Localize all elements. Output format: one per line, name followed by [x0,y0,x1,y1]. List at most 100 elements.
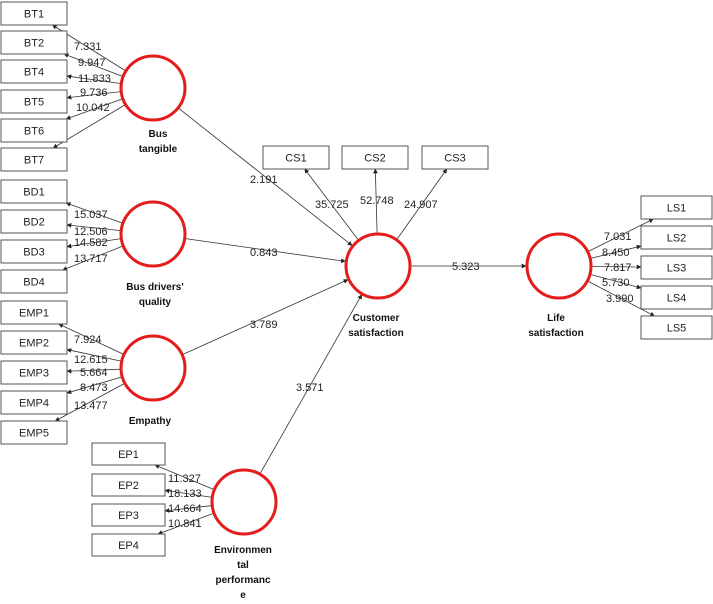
latent-life_satisfaction[interactable] [525,232,593,300]
latent-customer_satisfaction[interactable] [344,232,412,300]
indicator-box-bd1[interactable] [0,179,68,204]
loading-value-emp2: 12.615 [74,354,108,366]
loading-value-cs1: 35.725 [315,199,349,211]
indicator-box-bd4[interactable] [0,269,68,294]
indicator-label-emp1: EMP1 [19,308,49,320]
indicator-label-emp4: EMP4 [19,398,49,410]
indicator-link-bt5 [66,91,122,100]
indicator-label-bt7: BT7 [24,155,44,167]
loading-value-ls2: 8.450 [602,247,630,259]
indicator-box-cs1[interactable] [262,145,330,170]
indicator-label-ls1: LS1 [667,203,687,215]
indicator-label-emp3: EMP3 [19,368,49,380]
indicator-label-bd1: BD1 [23,187,44,199]
indicator-box-bt1[interactable] [0,1,68,26]
indicator-link-ls1 [587,218,654,253]
indicator-link-ls5 [587,280,655,317]
indicator-box-ep1[interactable] [91,442,166,466]
indicator-label-cs1: CS1 [285,153,306,165]
loading-value-bd4: 13.717 [74,253,108,265]
indicator-box-bt5[interactable] [0,89,68,114]
indicator-link-bt6 [65,98,123,120]
indicator-box-ls3[interactable] [640,255,713,280]
indicator-link-ls2 [590,244,642,259]
indicator-label-emp5: EMP5 [19,428,49,440]
indicator-label-ep3: EP3 [118,510,139,522]
loading-value-bt5: 11.833 [78,73,111,85]
loading-value-ls4: 5.730 [602,277,630,289]
indicator-box-ep2[interactable] [91,473,166,497]
path-coefficient-bus_tangible: 2.191 [250,174,278,186]
indicator-link-emp4 [66,376,123,395]
indicator-label-ls2: LS2 [667,233,687,245]
indicator-label-ep2: EP2 [118,480,139,492]
indicator-label-cs3: CS3 [444,153,465,165]
latent-label-bus_drivers_quality: Bus drivers'quality [126,282,183,308]
path-environmental_performance-to-customer_satisfaction [259,294,363,475]
indicator-box-emp2[interactable] [0,330,68,355]
indicator-link-bt2 [63,53,124,77]
indicator-box-bt2[interactable] [0,30,68,55]
indicator-box-bt4[interactable] [0,59,68,84]
indicator-box-emp1[interactable] [0,300,68,325]
indicator-label-bt2: BT2 [24,38,44,50]
indicator-link-bt4 [66,74,122,85]
indicator-link-emp3 [66,368,122,374]
indicator-box-ls2[interactable] [640,225,713,250]
loading-value-cs3: 24.907 [404,199,438,211]
indicator-box-emp3[interactable] [0,360,68,385]
indicator-box-bd2[interactable] [0,209,68,234]
indicator-link-ep2 [164,488,213,498]
loading-value-bt4: 9.947 [78,57,106,69]
indicator-label-ls4: LS4 [667,293,687,305]
loading-value-bt2: 7.331 [74,41,102,53]
path-coefficient-empathy: 3.789 [250,319,278,331]
loading-value-emp5: 13.477 [74,400,108,412]
indicator-label-bt4: BT4 [24,67,44,79]
latent-environmental_performance[interactable] [210,468,278,536]
indicator-link-ls4 [589,273,642,290]
loading-value-ls1: 7.031 [604,231,632,243]
indicator-box-bt7[interactable] [0,147,68,172]
indicator-label-bt5: BT5 [24,97,44,109]
path-bus_drivers_quality-to-customer_satisfaction [184,238,346,264]
path-coefficient-customer_satisfaction: 5.323 [452,261,480,273]
indicator-box-emp5[interactable] [0,420,68,445]
indicator-box-bd3[interactable] [0,239,68,264]
indicator-label-ep4: EP4 [118,540,139,552]
indicator-box-bt6[interactable] [0,118,68,143]
latent-bus_drivers_quality[interactable] [119,200,187,268]
loading-value-emp1: 7.924 [74,334,102,346]
indicator-box-ls4[interactable] [640,285,713,310]
indicator-box-ls5[interactable] [640,315,713,340]
indicator-box-ls1[interactable] [640,195,713,220]
latent-empathy[interactable] [119,334,187,402]
loading-value-ls3: 7.817 [604,262,632,274]
indicator-link-bd1 [65,202,123,224]
indicator-link-ep1 [154,464,215,491]
indicator-box-ep4[interactable] [91,533,166,557]
latent-bus_tangible[interactable] [119,54,187,122]
indicator-link-emp2 [66,348,122,362]
indicator-label-cs2: CS2 [364,153,385,165]
loading-value-emp3: 5.664 [80,367,108,379]
path-bus_tangible-to-customer_satisfaction [177,107,353,246]
indicator-label-ep1: EP1 [118,449,139,461]
loading-value-ep1: 11.327 [168,473,201,485]
indicator-box-cs3[interactable] [421,145,489,170]
path-coefficient-bus_drivers_quality: 0.843 [250,247,278,259]
indicator-box-emp4[interactable] [0,390,68,415]
indicator-link-cs1 [304,168,360,241]
indicator-link-cs2 [373,168,378,235]
indicator-label-bt1: BT1 [24,9,44,21]
indicator-box-ep3[interactable] [91,503,166,527]
indicator-box-cs2[interactable] [341,145,409,170]
indicator-link-ep3 [164,505,213,513]
indicator-label-emp2: EMP2 [19,338,49,350]
indicator-label-bd3: BD3 [23,247,44,259]
